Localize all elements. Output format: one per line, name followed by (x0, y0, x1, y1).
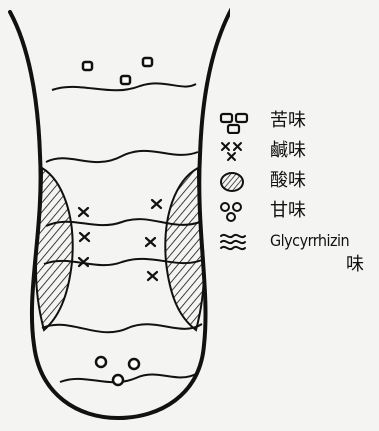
legend-item-salty: 鹹味 (218, 138, 376, 168)
sour-hatched-icon (218, 170, 258, 194)
legend-label-sour: 酸味 (270, 170, 306, 192)
glycyrrhizin-waves-icon (218, 230, 258, 254)
legend-item-bitter: 苦味 (218, 108, 376, 138)
legend: 苦味 鹹味 酸味 (218, 108, 376, 258)
legend-label-bitter: 苦味 (270, 110, 306, 132)
salty-crosses-sides (79, 200, 161, 280)
legend-label-glycyrrhizin-line2: 味 (346, 254, 364, 276)
salty-crosses-icon (218, 140, 258, 164)
bitter-squares-icon (218, 110, 258, 134)
sweet-circles-icon (218, 200, 258, 224)
sour-region-left (36, 168, 73, 330)
legend-label-salty: 鹹味 (270, 140, 306, 162)
tongue-outline-drawing (0, 0, 230, 431)
legend-label-sweet: 甘味 (270, 200, 306, 222)
sour-region-right (165, 168, 204, 330)
legend-item-sweet: 甘味 (218, 198, 376, 228)
bitter-squares-back (83, 58, 152, 84)
legend-item-sour: 酸味 (218, 168, 376, 198)
legend-label-glycyrrhizin: Glycyrrhizin (270, 230, 349, 252)
legend-item-glycyrrhizin: Glycyrrhizin 味 (218, 228, 376, 258)
